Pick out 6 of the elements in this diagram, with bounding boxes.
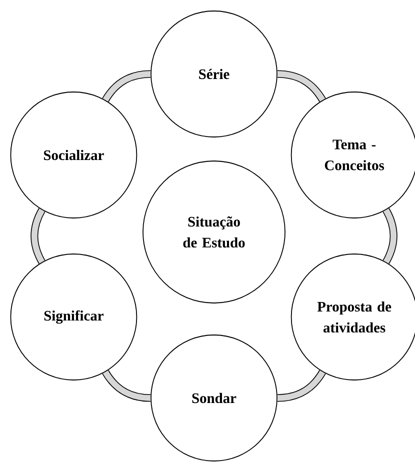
- ring-segment: [102, 70, 151, 102]
- ring-segment: [277, 70, 326, 102]
- ring-segment: [382, 208, 398, 264]
- ring-segment: [102, 370, 151, 402]
- ring-segment: [277, 370, 326, 402]
- ring-segment: [30, 208, 46, 264]
